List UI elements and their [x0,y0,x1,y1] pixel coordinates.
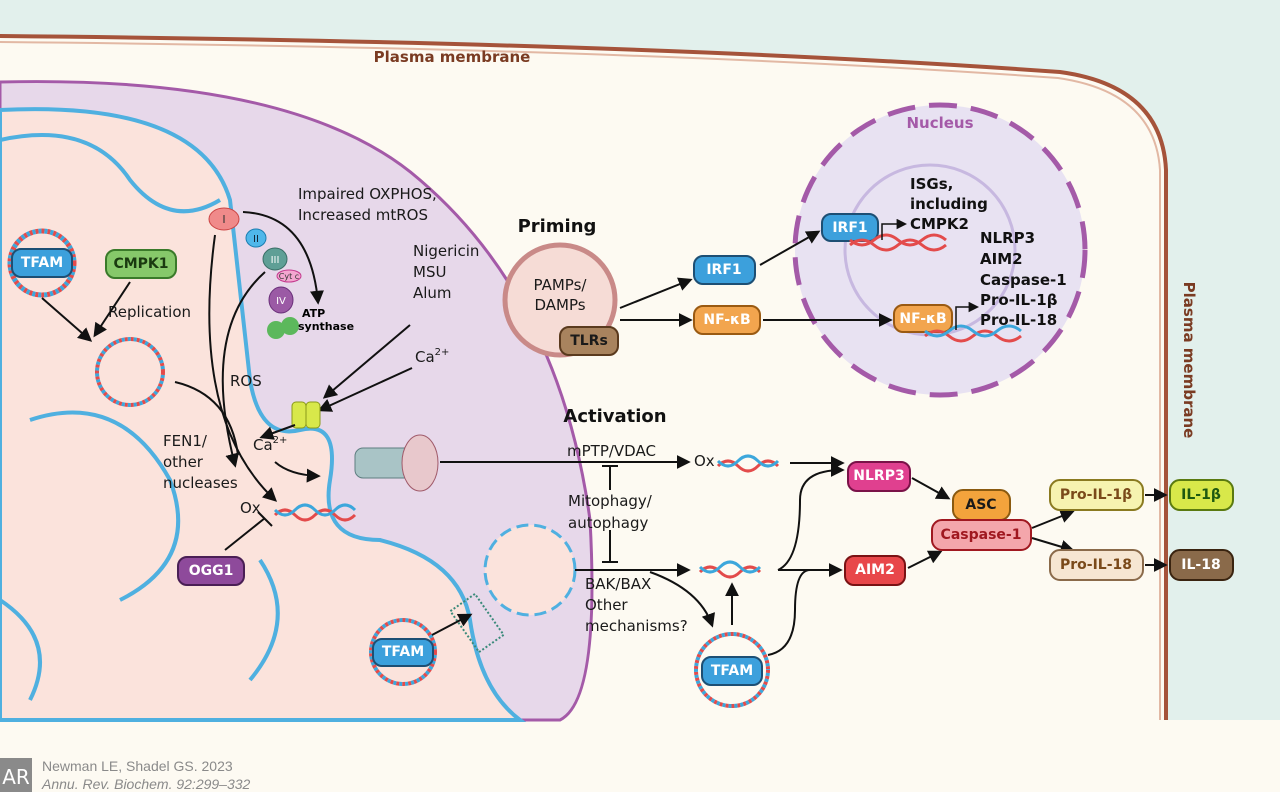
svg-text:IL-18: IL-18 [1181,557,1220,573]
activation-ox-label: Ox [694,452,715,470]
svg-text:ASC: ASC [965,497,996,513]
replication-label: Replication [108,303,191,321]
complex-iii: III [262,247,288,271]
circular-mtdna [95,337,165,407]
svg-text:CMPK1: CMPK1 [113,256,168,272]
nucleus-label: Nucleus [906,114,973,132]
asc-box: ASC [952,489,1011,521]
atp-synthase [267,317,299,339]
svg-text:IL-1β: IL-1β [1181,487,1221,503]
svg-text:TFAM: TFAM [382,644,424,660]
svg-text:Cyt c: Cyt c [279,272,299,281]
svg-text:NF-κB: NF-κB [899,311,946,327]
herniation-vesicle [483,523,577,617]
cytochrome-c: Cyt c [276,269,302,283]
citation-journal: Annu. Rev. Biochem. 92:299–332 [42,776,251,792]
irf1-box: IRF1 [693,255,756,285]
svg-text:AIM2: AIM2 [855,562,895,578]
mptp-vdac-pore [354,434,439,492]
caspase-1-box: Caspase-1 [931,519,1032,551]
svg-text:TLRs: TLRs [570,333,608,349]
svg-text:OGG1: OGG1 [189,563,234,579]
plasma-membrane-right-label: Plasma membrane [1180,282,1198,439]
svg-text:NF-κB: NF-κB [703,312,750,328]
complex-iv: IV [268,286,294,314]
extracellular-space [0,0,1280,720]
svg-text:TFAM: TFAM [711,663,753,679]
pro-il-1b-box: Pro-IL-1β [1049,479,1144,511]
plasma-membrane [0,34,1168,720]
complex-i: I [208,207,240,231]
pamps-label: PAMPs/DAMPs [534,276,588,314]
il-1b-box: IL-1β [1169,479,1234,511]
annual-reviews-logo: AR [0,758,32,792]
oxidized-mtdna-fragment [273,503,357,522]
complex-ii: II [245,228,267,248]
impaired-oxphos-label: Impaired OXPHOS,Increased mtROS [298,185,437,224]
citation-authors: Newman LE, Shadel GS. 2023 [42,758,233,774]
ogg1-box: OGG1 [177,556,245,586]
svg-text:NLRP3: NLRP3 [853,468,904,484]
svg-text:Pro-IL-18: Pro-IL-18 [1060,557,1132,573]
tlrs-box: TLRs [559,326,619,356]
oxidized-cytosolic-mtdna [716,454,780,473]
tfam-box-vesicle: TFAM [372,638,434,667]
svg-text:IRF1: IRF1 [832,220,867,236]
aim2-box: AIM2 [844,555,906,586]
svg-text:Pro-IL-1β: Pro-IL-1β [1060,487,1132,503]
pro-il-18-box: Pro-IL-18 [1049,549,1144,581]
priming-title: Priming [518,216,597,237]
calcium-label: Ca2+ [253,435,287,454]
calcium-in-label: Ca2+ [415,347,449,366]
cmpk1-box: CMPK1 [105,249,177,279]
plasma-membrane-top-label: Plasma membrane [374,48,531,66]
activation-title: Activation [563,406,666,427]
svg-text:Caspase-1: Caspase-1 [941,527,1022,543]
svg-text:I: I [222,213,225,226]
calcium-channel [291,401,321,429]
svg-text:III: III [271,255,280,266]
svg-text:IRF1: IRF1 [706,262,741,278]
svg-text:TFAM: TFAM [21,255,63,271]
nlrp3-box: NLRP3 [847,461,911,492]
mitophagy-label: Mitophagy/autophagy [568,492,653,532]
svg-text:AR: AR [2,765,30,789]
svg-text:IV: IV [276,296,286,307]
cytosolic-mtdna [698,560,762,579]
ros-label: ROS [230,372,262,390]
nucleus-irf1-box: IRF1 [821,213,879,242]
tfam-box-cytosol: TFAM [701,656,763,686]
svg-text:II: II [253,234,259,245]
tfam-box: TFAM [11,248,73,278]
nfkb-box: NF-κB [693,305,761,335]
il-18-box: IL-18 [1169,549,1234,581]
mptp-vdac-label: mPTP/VDAC [567,442,656,460]
ox-label: Ox [240,499,261,517]
nucleus-nfkb-box: NF-κB [893,304,953,333]
